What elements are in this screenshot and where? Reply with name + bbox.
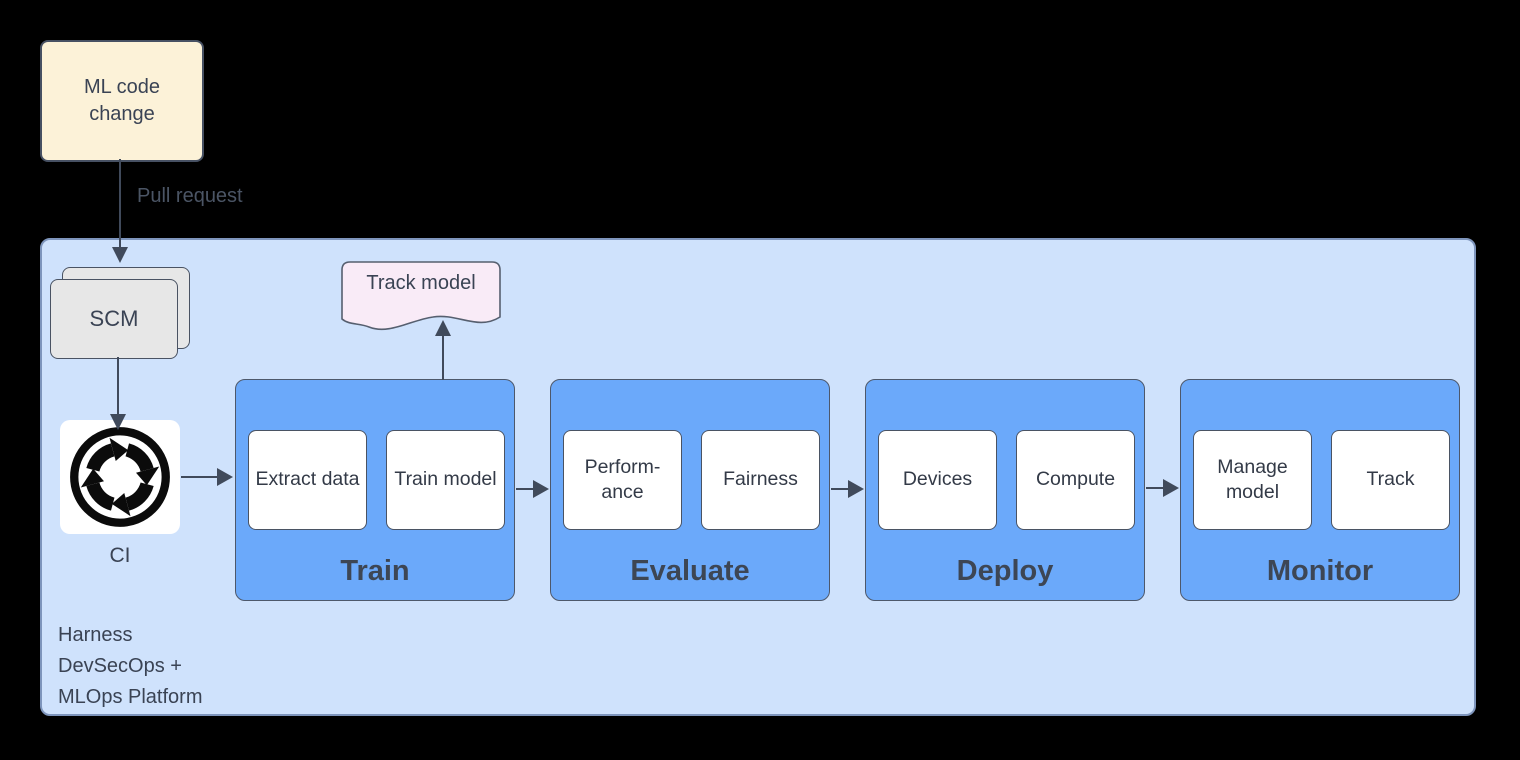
fairness-label: Fairness <box>723 468 798 491</box>
scm-ci-arrow-line <box>117 357 119 415</box>
compute-label: Compute <box>1035 468 1116 491</box>
stage-evaluate: Perform- ance Fairness Evaluate <box>550 379 830 601</box>
train-trackmodel-arrow-line <box>442 335 444 380</box>
pull-request-label: Pull request <box>137 185 243 207</box>
scm-ci-arrowhead-icon <box>110 414 126 430</box>
pull-request-arrow-line <box>119 159 121 249</box>
ci-circular-arrows-icon <box>70 427 170 527</box>
track-model-document <box>341 261 501 331</box>
manage-model-label: Manage model <box>1217 455 1288 503</box>
stage-train: Extract data Train model Train <box>235 379 515 601</box>
train-evaluate-arrowhead-icon <box>533 480 549 498</box>
pull-request-arrowhead-icon <box>112 247 128 263</box>
manage-model-node: Manage model <box>1193 430 1312 530</box>
ci-node <box>60 420 180 534</box>
devices-label: Devices <box>902 468 973 491</box>
stage-deploy: Devices Compute Deploy <box>865 379 1145 601</box>
train-model-label: Train model <box>394 468 497 491</box>
devices-node: Devices <box>878 430 997 530</box>
evaluate-deploy-arrowhead-icon <box>848 480 864 498</box>
track-model-label: Track model <box>366 272 476 294</box>
train-evaluate-arrow-line <box>516 488 536 490</box>
fairness-node: Fairness <box>701 430 820 530</box>
scm-node: SCM <box>50 279 178 359</box>
stage-train-title: Train <box>340 555 410 587</box>
track-node: Track <box>1331 430 1450 530</box>
deploy-monitor-arrowhead-icon <box>1163 479 1179 497</box>
compute-node: Compute <box>1016 430 1135 530</box>
extract-data-label: Extract data <box>255 468 360 491</box>
deploy-monitor-arrow-line <box>1146 487 1166 489</box>
track-label: Track <box>1366 468 1415 491</box>
ml-code-change-label: ML code change <box>84 76 160 125</box>
ci-train-arrow-line <box>181 476 219 478</box>
stage-monitor-title: Monitor <box>1266 555 1374 587</box>
extract-data-node: Extract data <box>248 430 367 530</box>
performance-node: Perform- ance <box>563 430 682 530</box>
platform-label: Harness DevSecOps + MLOps Platform <box>58 624 203 708</box>
ci-label: CI <box>109 544 131 567</box>
train-model-node: Train model <box>386 430 505 530</box>
stage-deploy-title: Deploy <box>956 555 1054 587</box>
ci-train-arrowhead-icon <box>217 468 233 486</box>
stage-evaluate-title: Evaluate <box>630 555 750 587</box>
train-trackmodel-arrowhead-icon <box>435 320 451 336</box>
evaluate-deploy-arrow-line <box>831 488 851 490</box>
performance-label: Perform- ance <box>584 455 661 503</box>
scm-label: SCM <box>89 306 139 331</box>
ml-code-change-node: ML code change <box>40 40 204 162</box>
stage-monitor: Manage model Track Monitor <box>1180 379 1460 601</box>
